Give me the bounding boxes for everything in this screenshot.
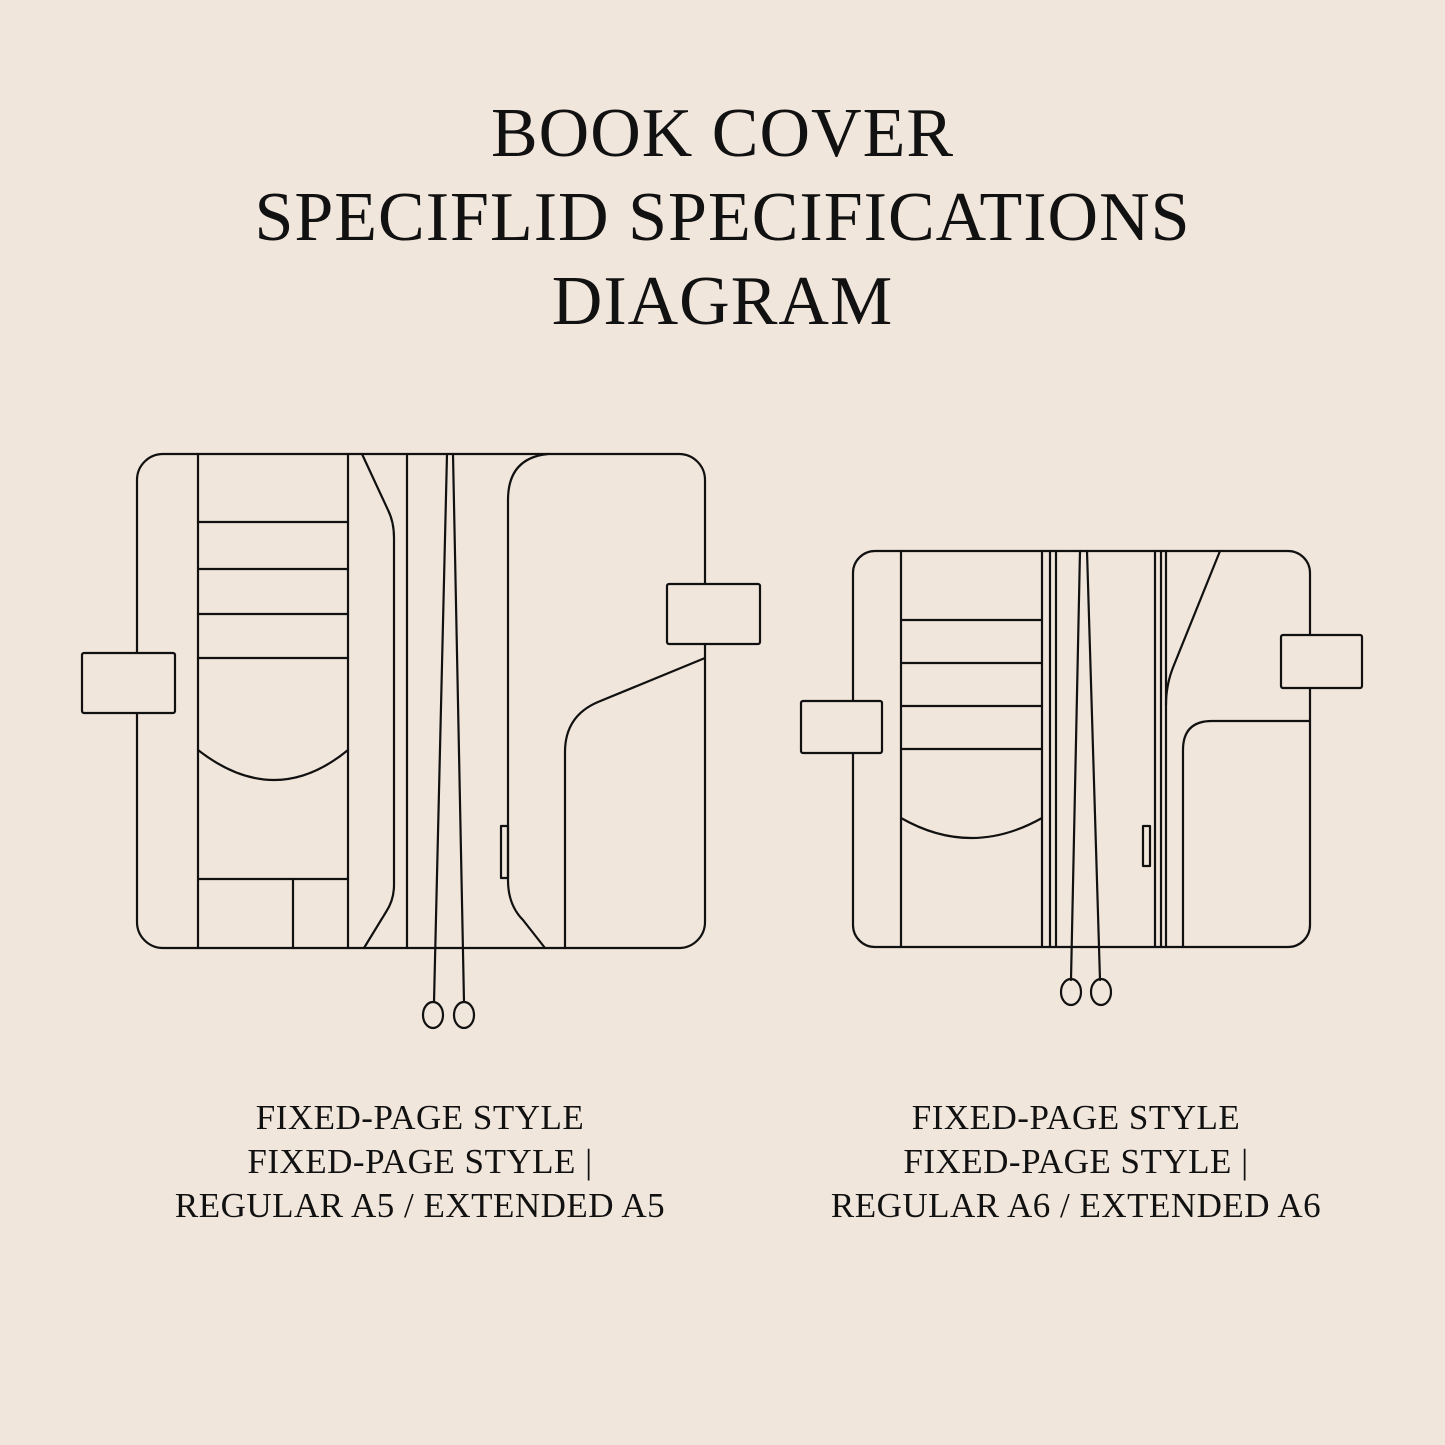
a5-right-panel-pocket: [506, 452, 550, 950]
a5-bottom-pockets: [196, 877, 350, 950]
a5-left-spine-flap: [360, 452, 396, 950]
caption-a5-line-1: FIXED-PAGE STYLE: [255, 1098, 585, 1137]
a5-cover-outline: [80, 452, 762, 1030]
a6-right-panel-pocket: [1181, 719, 1312, 949]
a5-slant-pocket: [563, 656, 707, 950]
a5-ribbon-end-left: [421, 1000, 445, 1030]
a6-cover-outline: [799, 549, 1364, 1007]
caption-a6-line-2: FIXED-PAGE STYLE |: [903, 1142, 1249, 1181]
a5-right-strap-tab: [665, 582, 762, 646]
a6-left-strap-tab: [799, 699, 884, 755]
caption-a6-line-1: FIXED-PAGE STYLE: [911, 1098, 1241, 1137]
a5-cover-body: [135, 452, 707, 950]
caption-a5: FIXED-PAGE STYLE FIXED-PAGE STYLE | REGU…: [120, 1096, 720, 1228]
title-line-3: DIAGRAM: [551, 263, 894, 340]
a6-ribbon-end-right: [1089, 977, 1113, 1007]
caption-a6: FIXED-PAGE STYLE FIXED-PAGE STYLE | REGU…: [776, 1096, 1376, 1228]
a5-bookmark-ribbons: [421, 452, 476, 1030]
a5-curved-pocket: [196, 748, 350, 782]
a5-card-slots: [196, 452, 350, 950]
title-line-2: SPECIFLID SPECIFICATIONS: [254, 179, 1191, 256]
diagram-title: BOOK COVER SPECIFLID SPECIFICATIONS DIAG…: [0, 92, 1445, 344]
a6-card-slots: [899, 549, 1044, 949]
caption-a5-line-2: FIXED-PAGE STYLE |: [247, 1142, 593, 1181]
a6-curved-pocket: [899, 816, 1044, 839]
a6-bookmark-ribbons: [1059, 549, 1113, 1007]
a6-pen-loop: [1141, 824, 1152, 868]
title-line-1: BOOK COVER: [490, 95, 955, 172]
a5-ribbon-end-right: [452, 1000, 476, 1030]
a6-right-strap-tab: [1279, 633, 1364, 690]
a6-angled-flap: [1164, 549, 1222, 707]
a6-spine-lines: [1048, 549, 1168, 949]
caption-a6-line-3: REGULAR A6 / EXTENDED A6: [830, 1186, 1322, 1225]
a6-ribbon-end-left: [1059, 977, 1083, 1007]
a5-left-strap-tab: [80, 651, 177, 715]
a5-pen-loop: [499, 824, 510, 880]
caption-a5-line-3: REGULAR A5 / EXTENDED A5: [174, 1186, 666, 1225]
